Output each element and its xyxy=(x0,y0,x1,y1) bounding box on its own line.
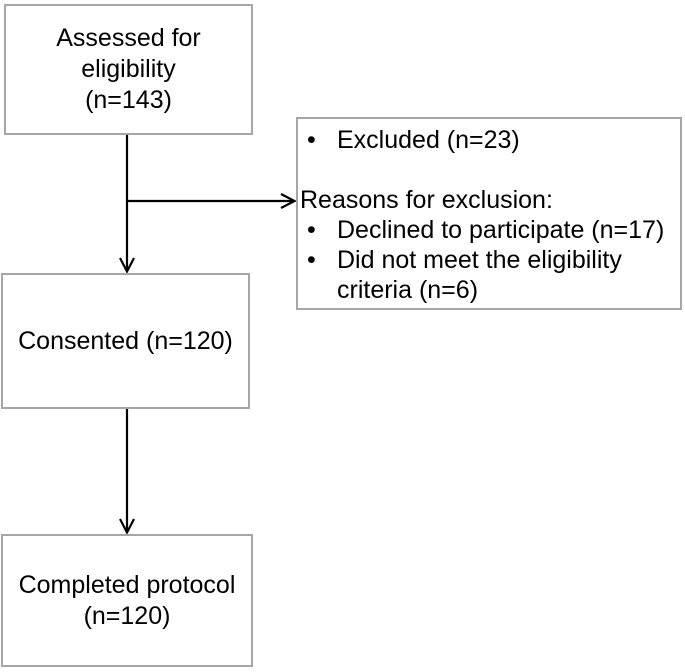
arrow-consented-to-completed xyxy=(119,409,135,535)
node-text-line: Consented (n=120) xyxy=(18,326,233,355)
excluded-bullet-item: • Excluded (n=23) xyxy=(307,125,678,155)
node-text-line: Completed protocol xyxy=(18,570,236,599)
reasons-heading: Reasons for exclusion: xyxy=(300,186,553,214)
reason-declined-text: Declined to participate (n=17) xyxy=(337,216,665,244)
blank-line xyxy=(300,155,678,185)
reason-bullet-item: • Declined to participate (n=17) xyxy=(307,215,678,245)
node-consented: Consented (n=120) xyxy=(1,273,250,409)
node-text-line: (n=120) xyxy=(83,601,171,630)
arrow-branch-to-excluded xyxy=(127,193,297,209)
bullet-icon: • xyxy=(307,216,316,244)
node-completed-protocol: Completed protocol (n=120) xyxy=(1,534,253,667)
node-text-line: Assessed for xyxy=(56,24,201,52)
node-text-line: (n=143) xyxy=(85,86,172,114)
arrow-assessed-to-consented xyxy=(119,135,135,274)
reason-bullet-item: • Did not meet the eligibility criteria … xyxy=(307,245,678,305)
node-assessed-for-eligibility: Assessed for eligibility (n=143) xyxy=(4,4,253,135)
node-text-line: eligibility xyxy=(81,55,176,83)
node-excluded: • Excluded (n=23) Reasons for exclusion:… xyxy=(296,117,682,310)
reason-not-eligible-text: Did not meet the eligibility criteria (n… xyxy=(337,246,622,304)
bullet-icon: • xyxy=(307,126,316,154)
excluded-count-text: Excluded (n=23) xyxy=(337,126,520,154)
bullet-icon: • xyxy=(307,246,316,274)
